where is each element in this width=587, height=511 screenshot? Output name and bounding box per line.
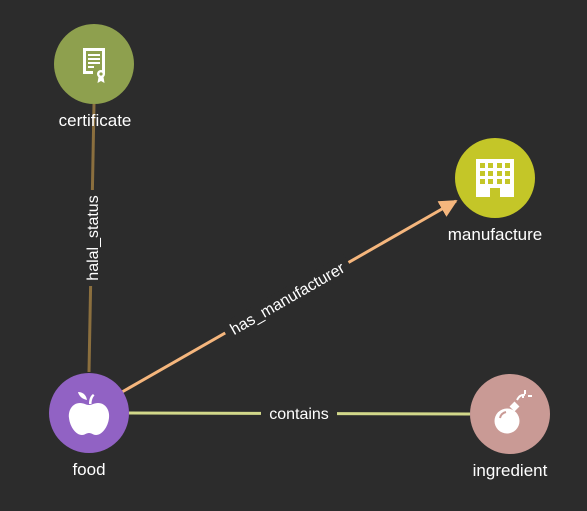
node-ingredient[interactable]: ingredient [470,374,550,480]
edge-label-bg [261,403,337,423]
bomb-icon [494,390,532,434]
node-label-manufacture: manufacture [448,225,543,244]
node-manufacture[interactable]: manufacture [448,138,543,244]
node-certificate[interactable]: certificate [54,24,134,130]
edge-has-manufacturer[interactable]: has_manufacturer [121,199,458,394]
edge-label-bg [220,254,354,342]
edge-contains[interactable]: contains [128,403,471,423]
edge-label-contains: contains [269,406,329,423]
edge-halal-status[interactable]: halal_status [82,103,102,373]
edge-label-bg [82,190,102,286]
node-label-ingredient: ingredient [473,461,548,480]
edge-label-halal-status: halal_status [85,195,102,280]
certificate-icon [83,48,105,83]
apple-icon [68,392,110,435]
node-label-food: food [72,460,105,479]
building-icon [476,159,514,197]
node-label-certificate: certificate [59,111,132,130]
edge-label-has-manufacturer: has_manufacturer [228,260,349,339]
node-food[interactable]: food [49,373,129,479]
